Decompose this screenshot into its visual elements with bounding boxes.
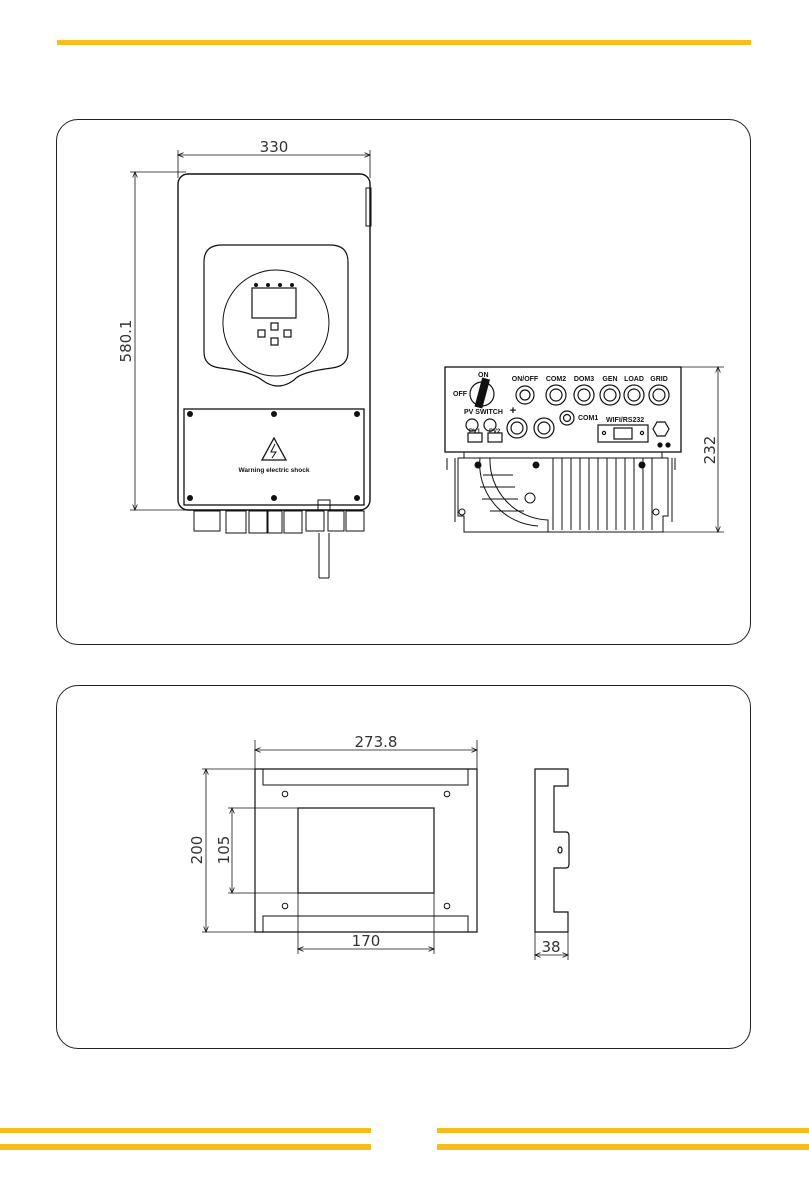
mounting-bracket-side: 38 xyxy=(535,769,569,960)
grid-port xyxy=(649,385,669,405)
com1-port xyxy=(560,411,574,425)
heat-sink xyxy=(447,452,675,532)
wifi-label: WIFI/RS232 xyxy=(606,417,644,424)
indicator-led-4 xyxy=(290,283,294,287)
pv-negative-port xyxy=(534,418,554,438)
depth-dimension: 232 xyxy=(701,436,719,465)
plus-label: + xyxy=(510,405,516,417)
load-port xyxy=(624,385,644,405)
bracket-width-dimension: 273.8 xyxy=(355,733,398,751)
left-button-icon xyxy=(258,330,265,337)
com2-port xyxy=(546,385,566,405)
warning-label: Warning electric shock xyxy=(239,467,310,474)
port-label-load: LOAD xyxy=(624,376,644,383)
width-dimension: 330 xyxy=(260,138,289,156)
dom3-port xyxy=(574,385,594,405)
pv-switch-label: PV SWITCH xyxy=(464,409,503,416)
mounting-bracket-front: 273.8 200 105 170 xyxy=(188,733,477,954)
down-button-icon xyxy=(271,338,278,345)
port-label-com2: COM2 xyxy=(546,376,566,383)
switch-on-label: ON xyxy=(478,372,489,379)
gen-port xyxy=(600,385,620,405)
on-off-port xyxy=(516,386,534,404)
indicator-led-1 xyxy=(254,283,258,287)
lcd-screen xyxy=(252,288,296,318)
display-bezel xyxy=(204,245,348,386)
indicator-led-3 xyxy=(278,283,282,287)
bracket-inner-width-dimension: 170 xyxy=(352,932,381,950)
bracket-inner-height-dimension: 105 xyxy=(215,836,233,865)
port-label-grid: GRID xyxy=(650,376,668,383)
pv-positive-port xyxy=(507,418,527,438)
warning-triangle-icon xyxy=(262,438,286,460)
bottom-view: ON OFF ON/OFF COM2 DOM3 GEN LOAD GRID PV… xyxy=(445,367,724,532)
port-label-gen: GEN xyxy=(602,376,617,383)
front-view: 330 580.1 Warning electric shock xyxy=(117,138,371,578)
com1-label: COM1 xyxy=(578,415,598,422)
port-label-on-off: ON/OFF xyxy=(512,376,539,383)
up-button-icon xyxy=(271,323,278,330)
bracket-height-dimension: 200 xyxy=(188,836,206,865)
height-dimension: 580.1 xyxy=(117,320,135,363)
bottom-connectors xyxy=(194,500,364,578)
bracket-cutout xyxy=(298,808,434,893)
indicator-led-2 xyxy=(266,283,270,287)
pv1-label: PV1 xyxy=(469,429,481,435)
pv2-label: PV2 xyxy=(489,429,501,435)
port-label-dom3: DOM3 xyxy=(574,376,594,383)
right-button-icon xyxy=(284,330,291,337)
bracket-thickness-dimension: 38 xyxy=(541,938,560,956)
terminal-cover xyxy=(184,409,364,505)
switch-off-label: OFF xyxy=(453,391,468,398)
